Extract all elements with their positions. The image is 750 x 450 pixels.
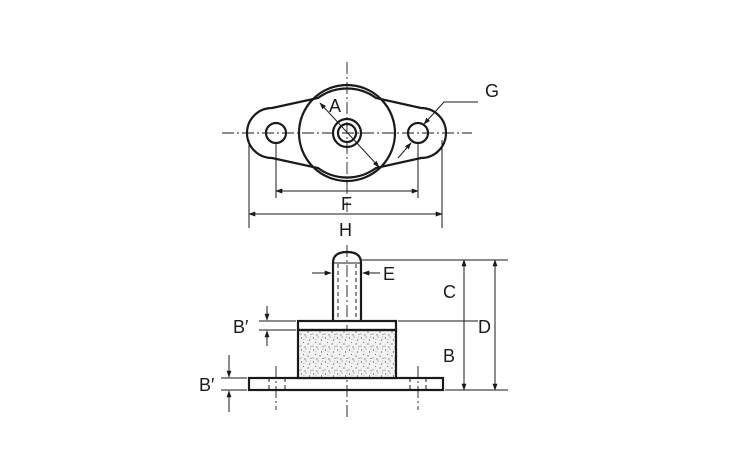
dimension-a-line bbox=[319, 102, 380, 168]
dimension-g-label: G bbox=[485, 81, 499, 101]
dimension-a-label: A bbox=[329, 96, 341, 116]
top-view: A G F H bbox=[222, 62, 499, 240]
dimension-g-arrow-lower bbox=[397, 142, 412, 159]
dimension-g-leader bbox=[423, 101, 478, 125]
dimension-b-prime-bottom-label: B′ bbox=[199, 375, 215, 395]
side-view-stud bbox=[331, 250, 363, 321]
side-view-base-plate bbox=[247, 376, 445, 392]
dimension-e-label: E bbox=[383, 264, 395, 284]
side-view: E C B D B′ B′ bbox=[199, 245, 508, 418]
dimension-b-label: B bbox=[443, 346, 455, 366]
dimension-h-label: H bbox=[339, 220, 352, 240]
side-view-top-plate bbox=[296, 319, 398, 332]
dimension-b-prime-top-label: B′ bbox=[233, 317, 249, 337]
dimension-d-label: D bbox=[478, 317, 491, 337]
top-view-flange-outline bbox=[245, 87, 448, 179]
dimension-c-label: C bbox=[443, 282, 456, 302]
dimension-f-label: F bbox=[341, 194, 352, 214]
top-view-central-boss bbox=[297, 83, 397, 183]
side-view-rubber-element bbox=[296, 328, 398, 380]
